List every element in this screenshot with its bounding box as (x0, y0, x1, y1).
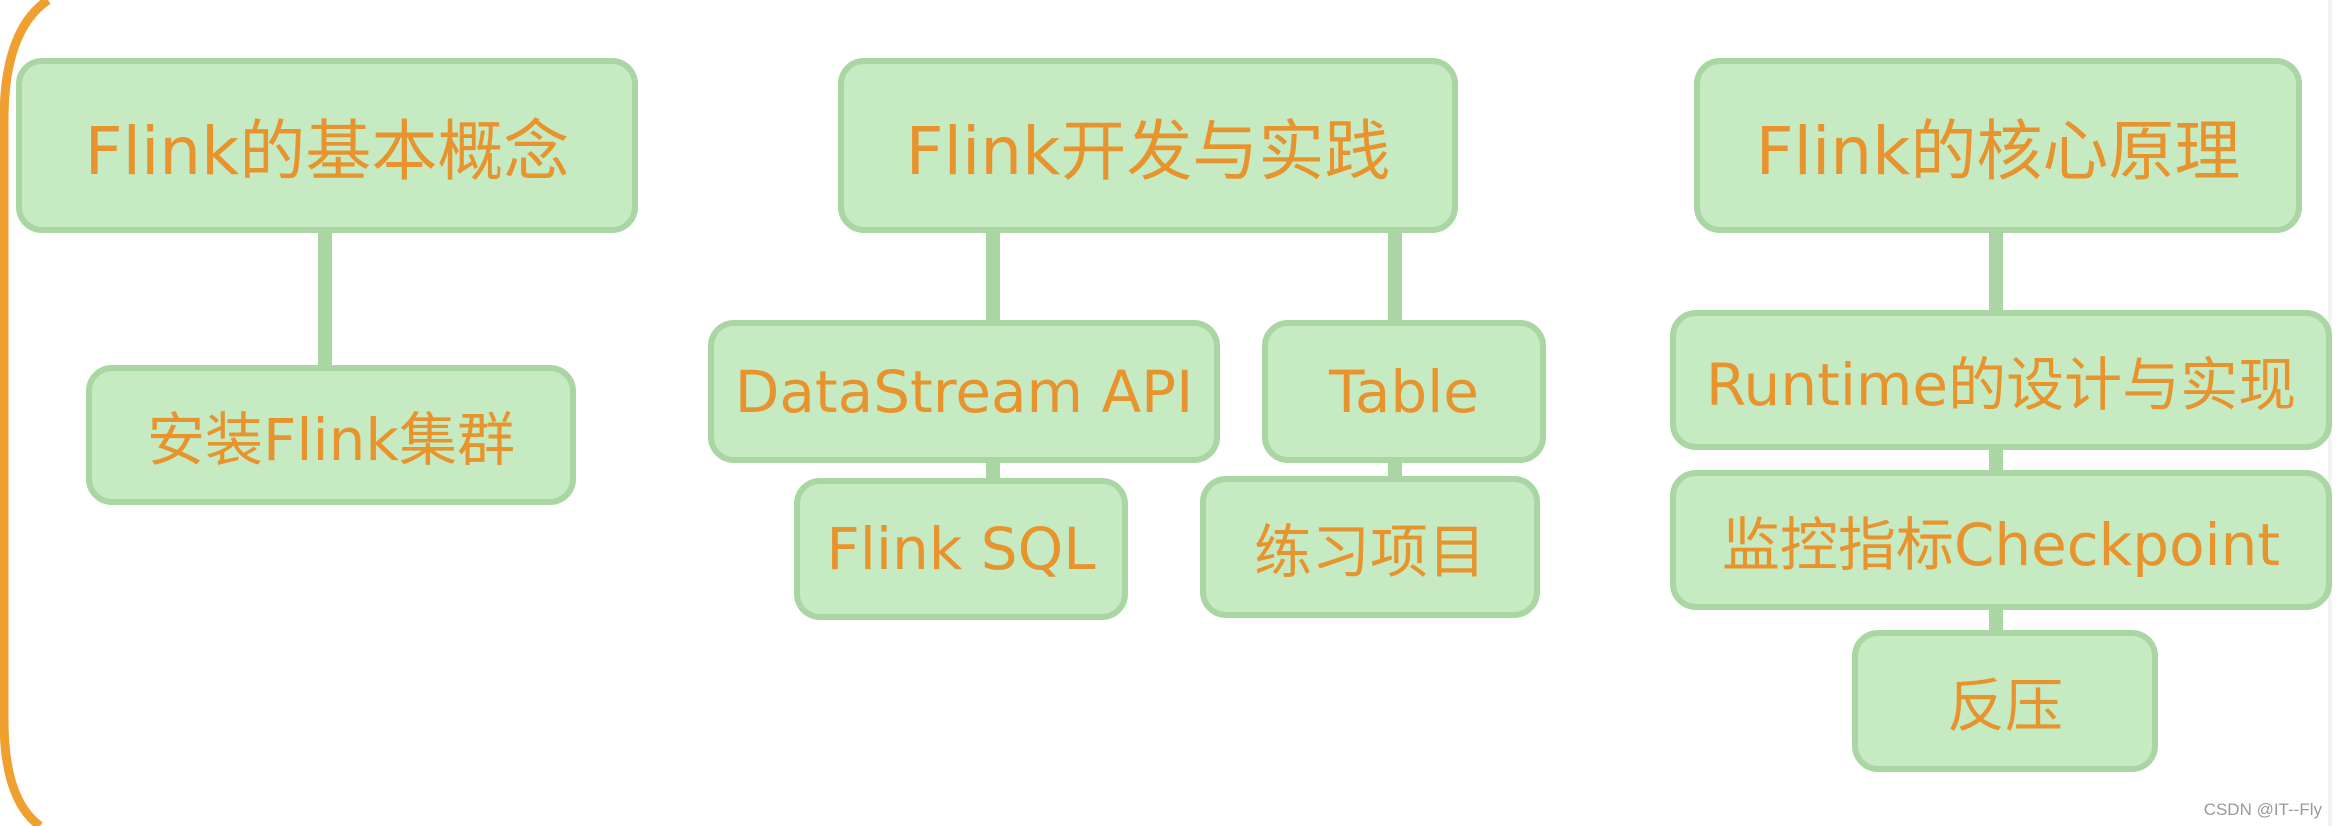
subtopic-label-backpressure: 反压 (1946, 672, 2063, 740)
subtopic-node-runtime-design[interactable]: Runtime的设计与实现 (1670, 310, 2332, 450)
subtopic-label-runtime-design: Runtime的设计与实现 (1705, 351, 2297, 419)
subtopic-label-flink-sql: Flink SQL (826, 515, 1096, 583)
topic-node-basics[interactable]: Flink的基本概念 (16, 58, 638, 233)
connector-runtime-to-monitoring (1989, 445, 2003, 475)
subtopic-node-flink-sql[interactable]: Flink SQL (794, 478, 1128, 620)
subtopic-label-monitoring-checkpoint: 监控指标Checkpoint (1721, 511, 2281, 579)
subtopic-node-table[interactable]: Table (1262, 320, 1546, 463)
subtopic-node-practice-project[interactable]: 练习项目 (1200, 476, 1540, 618)
subtopic-label-datastream-api: DataStream API (734, 357, 1194, 426)
topic-title-basics: Flink的基本概念 (84, 112, 570, 190)
connector-monitoring-to-backpressure (1989, 605, 2003, 635)
watermark-text: CSDN @IT--Fly (2203, 800, 2322, 819)
subtopic-label-practice-project: 练习项目 (1253, 518, 1486, 586)
subtopic-node-monitoring-checkpoint[interactable]: 监控指标Checkpoint (1670, 470, 2332, 610)
topic-node-core-principles[interactable]: Flink的核心原理 (1694, 58, 2302, 233)
subtopic-label-install-cluster: 安装Flink集群 (147, 406, 515, 474)
subtopic-node-backpressure[interactable]: 反压 (1852, 630, 2158, 772)
subtopic-node-datastream-api[interactable]: DataStream API (708, 320, 1220, 463)
topic-title-core-principles: Flink的核心原理 (1755, 112, 2241, 190)
subtopic-label-table: Table (1329, 357, 1479, 426)
subtopic-node-install-cluster[interactable]: 安装Flink集群 (86, 365, 576, 505)
topic-node-dev-practice[interactable]: Flink开发与实践 (838, 58, 1458, 233)
topic-title-dev-practice: Flink开发与实践 (905, 112, 1391, 190)
